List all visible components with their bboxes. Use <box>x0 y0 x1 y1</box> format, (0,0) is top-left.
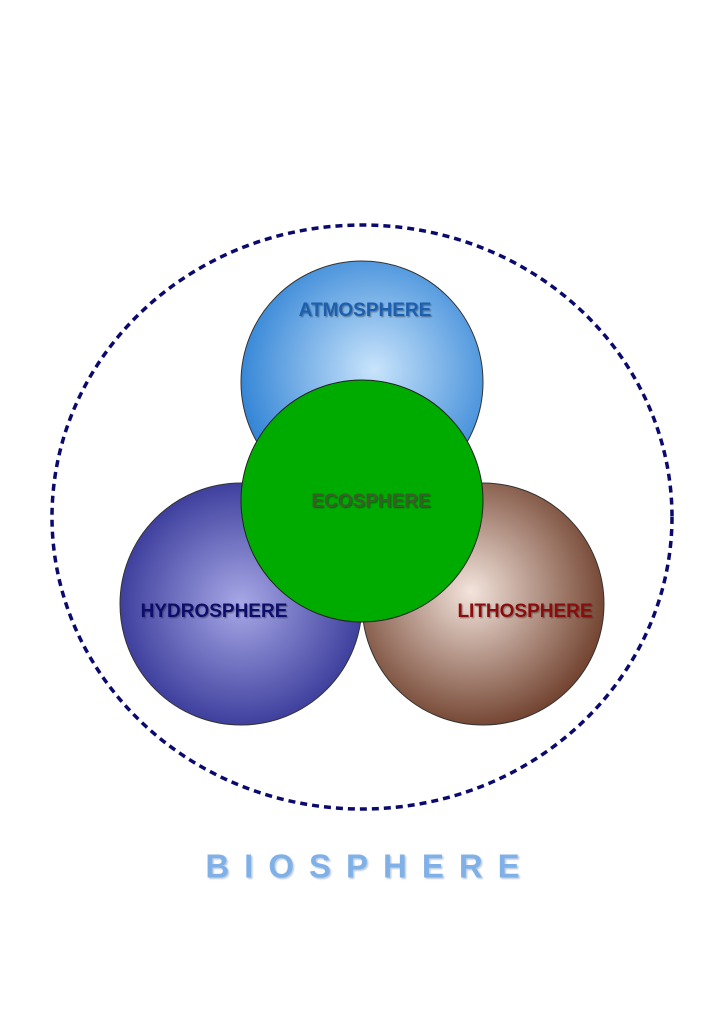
biosphere-caption: BIOSPHERE <box>205 848 534 885</box>
atmosphere-label: ATMOSPHERE <box>299 300 432 321</box>
hydrosphere-label: HYDROSPHERE <box>141 601 288 622</box>
lithosphere-label: LITHOSPHERE <box>457 601 592 622</box>
ecosphere-label: ECOSPHERE <box>311 491 430 512</box>
ecosphere-circle <box>240 379 484 623</box>
biosphere-boundary <box>50 223 674 811</box>
